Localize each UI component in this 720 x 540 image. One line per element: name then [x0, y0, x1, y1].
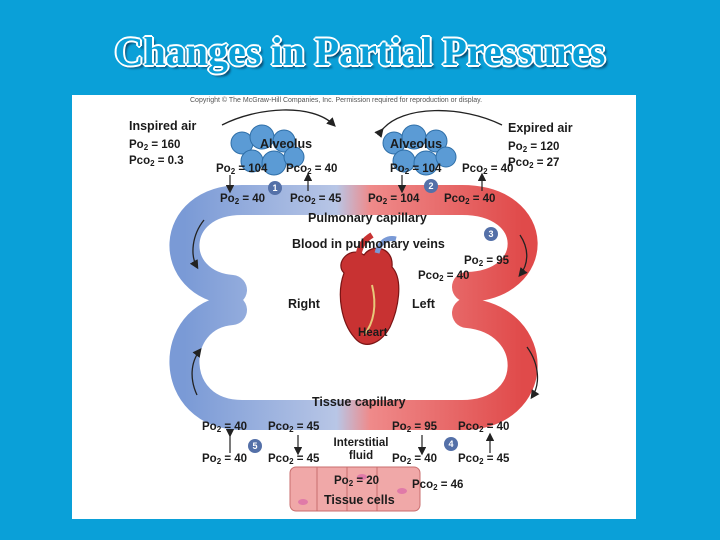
right-alveolus-pco2: Pco2 = 40 — [462, 163, 514, 176]
left-alveolus-label: Alveolus — [260, 137, 313, 151]
flow-arrow-icon — [518, 234, 528, 278]
pulm-arterial-pco2: Pco2 = 40 — [444, 193, 496, 206]
tissue-capillary-label: Tissue capillary — [312, 395, 406, 409]
flow-arrow-icon — [189, 219, 205, 270]
tissue-cells-pco2: Pco2 = 46 — [412, 479, 464, 492]
step-badge-4: 4 — [444, 437, 458, 451]
tissue-venous-pco2: Pco2 = 45 — [268, 421, 320, 434]
diagram-figure: Copyright © The McGraw-Hill Companies, I… — [72, 95, 636, 519]
left-heart-label: Left — [412, 297, 435, 311]
step-badge-3: 3 — [484, 227, 498, 241]
right-heart-label: Right — [288, 297, 320, 311]
tissue-arterial-pco2: Pco2 = 40 — [458, 421, 510, 434]
heart-illustration — [339, 232, 400, 345]
pulmonary-capillary-label: Pulmonary capillary — [308, 211, 427, 225]
interstitial-left-pco2: Pco2 = 45 — [268, 453, 320, 466]
interstitial-fluid-label: Interstitial fluid — [333, 437, 389, 462]
interstitial-right-po2: Po2 = 40 — [392, 453, 438, 466]
expired-pco2: Pco2 = 27 — [508, 157, 560, 170]
inspired-air-label: Inspired air — [129, 119, 197, 133]
right-alveolus-cluster — [382, 124, 457, 176]
inspired-pco2: Pco2 = 0.3 — [129, 155, 184, 168]
expired-air-arrow-icon — [374, 109, 503, 138]
inspired-air-arrow-icon — [221, 109, 336, 127]
copyright-notice: Copyright © The McGraw-Hill Companies, I… — [190, 97, 483, 104]
step-badge-5: 5 — [248, 439, 262, 453]
inspired-po2: Po2 = 160 — [129, 139, 181, 152]
tissue-arterial-po2: Po2 = 95 — [392, 421, 438, 434]
tissue-cells-illustration — [289, 466, 421, 512]
flow-arrow-icon — [191, 347, 202, 396]
right-alveolus-label: Alveolus — [390, 137, 443, 151]
flow-arrow-icon — [526, 346, 540, 400]
systemic-loop-tube — [169, 295, 538, 430]
tissue-cells-label: Tissue cells — [324, 493, 395, 507]
tissue-cells-po2: Po2 = 20 — [334, 475, 380, 488]
right-alveolus-po2: Po2 = 104 — [390, 163, 442, 176]
step-badge-2: 2 — [424, 179, 438, 193]
pulm-venous-po2: Po2 = 40 — [220, 193, 266, 206]
blood-pulmonary-veins-label: Blood in pulmonary veins — [292, 237, 445, 251]
interstitial-right-pco2: Pco2 = 45 — [458, 453, 510, 466]
pulm-veins-pco2: Pco2 = 40 — [418, 270, 470, 283]
left-alveolus-po2: Po2 = 104 — [216, 163, 268, 176]
pulm-veins-po2: Po2 = 95 — [464, 255, 510, 268]
left-alveolus-pco2: Pco2 = 40 — [286, 163, 338, 176]
heart-label: Heart — [358, 327, 388, 339]
pulm-arterial-po2: Po2 = 104 — [368, 193, 420, 206]
step-badge-1: 1 — [268, 181, 282, 195]
expired-air-label: Expired air — [508, 121, 573, 135]
tissue-venous-po2: Po2 = 40 — [202, 421, 248, 434]
expired-po2: Po2 = 120 — [508, 141, 560, 154]
circulation-diagram — [169, 109, 540, 512]
interstitial-left-po2: Po2 = 40 — [202, 453, 248, 466]
slide-title: Changes in Partial Pressures — [114, 29, 606, 74]
left-alveolus-cluster — [230, 124, 305, 176]
pulm-venous-pco2: Pco2 = 45 — [290, 193, 342, 206]
